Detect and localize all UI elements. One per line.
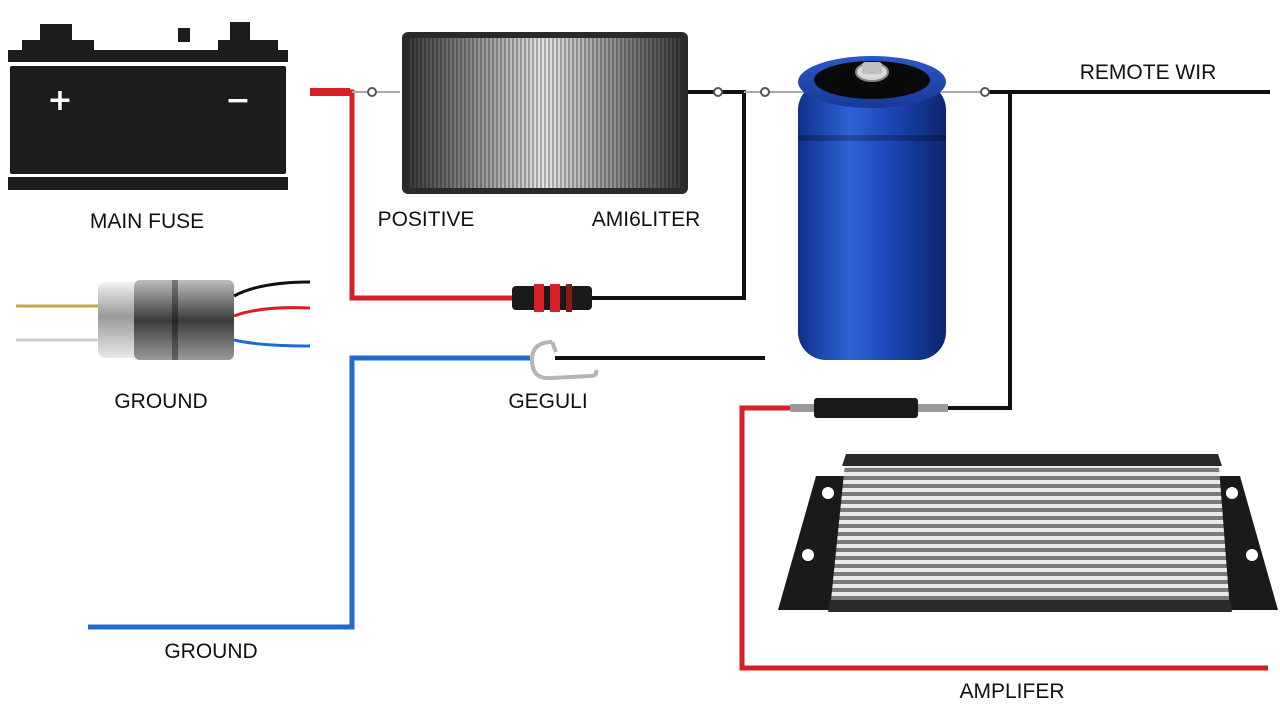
ground-clip-label: GEGULI [508, 390, 587, 413]
relay-ground-label: GROUND [114, 390, 207, 413]
battery-negative-symbol: − [225, 83, 250, 118]
remote-wire-label: REMOTE WIR [1080, 61, 1217, 84]
capacitor [798, 56, 946, 360]
amplifier-power-wire [739, 405, 1268, 671]
battery [8, 22, 288, 190]
remote-wire-drop [945, 92, 1012, 410]
filter-terminal-right [713, 87, 723, 97]
battery-positive-symbol: + [47, 83, 72, 118]
amplifier-fuse [790, 398, 948, 418]
ground-label: GROUND [164, 640, 257, 663]
filter-box [402, 32, 688, 194]
capacitor-terminal-right [980, 87, 990, 97]
battery-label: MAIN FUSE [90, 210, 204, 233]
filter-label: AMI6LITER [592, 208, 701, 231]
ground-wire [88, 355, 530, 630]
relay [16, 280, 311, 360]
ground-clip [529, 340, 599, 381]
positive-label: POSITIVE [378, 208, 475, 231]
capacitor-terminal-left [760, 87, 770, 97]
amplifier [778, 454, 1278, 612]
inline-fuse [512, 284, 592, 312]
battery-positive-lead [310, 88, 350, 96]
amplifier-label: AMPLIFER [959, 680, 1064, 703]
filter-terminal-left [367, 87, 377, 97]
